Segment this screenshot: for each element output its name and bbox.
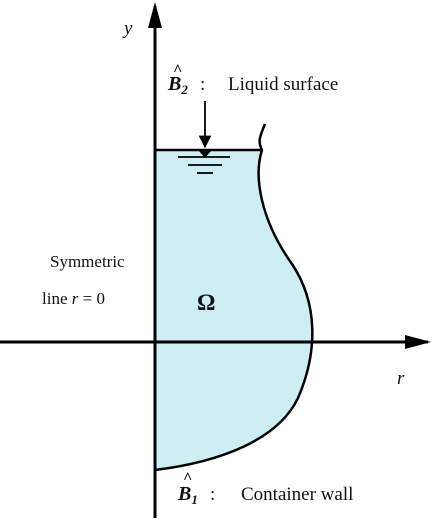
b2-hat: ^ bbox=[173, 62, 182, 79]
b1-symbol: B1 bbox=[177, 483, 198, 507]
b2-text: Liquid surface bbox=[228, 74, 338, 95]
y-axis-arrowhead bbox=[148, 2, 162, 28]
r-axis-label: r bbox=[397, 368, 405, 389]
symmetric-line-label-1: Symmetric bbox=[50, 252, 125, 271]
domain-omega-label: Ω bbox=[197, 290, 215, 315]
boundary-b2-label: ^ B2 : Liquid surface bbox=[167, 62, 338, 97]
r-axis-arrowhead bbox=[405, 335, 431, 349]
b1-colon: : bbox=[210, 484, 215, 505]
y-axis-label: y bbox=[122, 18, 133, 39]
liquid-region bbox=[155, 150, 313, 470]
b1-text: Container wall bbox=[241, 484, 353, 505]
b1-hat: ^ bbox=[183, 470, 192, 487]
b2-colon: : bbox=[200, 74, 205, 95]
symmetric-line-label-2: line r = 0 bbox=[42, 289, 105, 308]
b2-symbol: B2 bbox=[167, 73, 188, 97]
free-surface-symbol bbox=[178, 151, 230, 174]
boundary-b1-label: ^ B1 : Container wall bbox=[177, 470, 353, 507]
